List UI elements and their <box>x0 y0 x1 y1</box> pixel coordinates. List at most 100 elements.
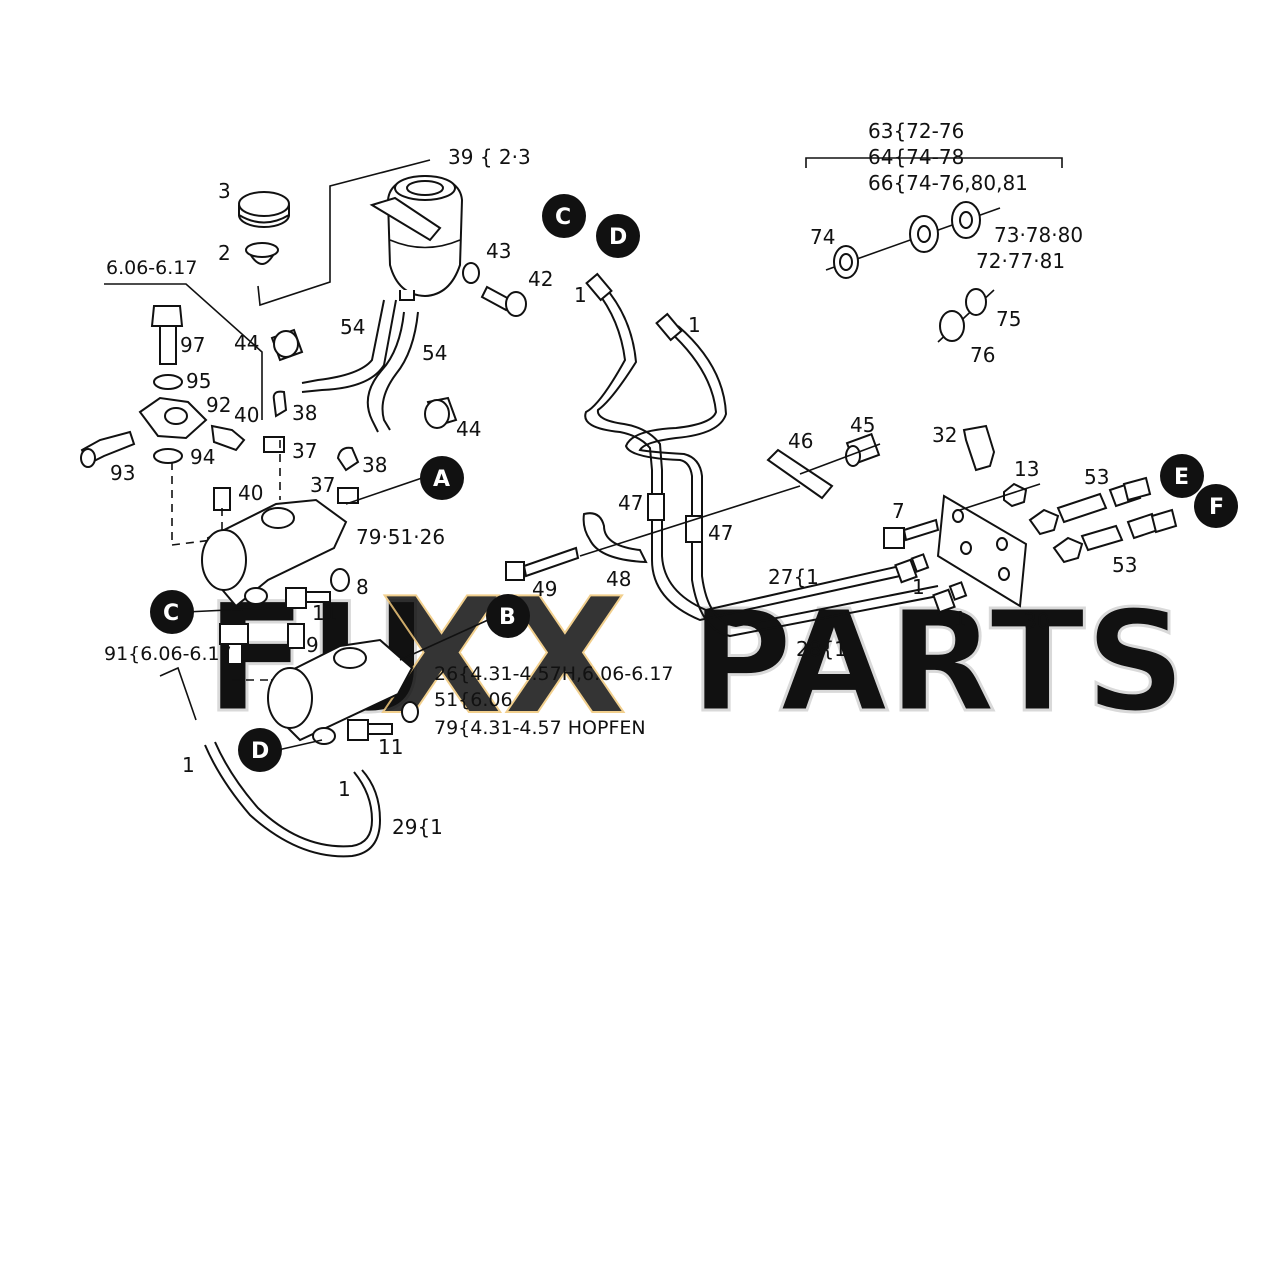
fitting-d-top <box>655 312 683 342</box>
pipe-c-b <box>596 285 901 612</box>
label-53b: 53 <box>1112 553 1137 577</box>
label-38b: 38 <box>362 453 387 477</box>
washer-94 <box>153 448 183 464</box>
elbow-38-left <box>272 390 288 418</box>
label-7: 7 <box>892 499 905 523</box>
badge-d-top: D <box>596 214 640 258</box>
badge-c-left: C <box>150 590 194 634</box>
master-cylinder-lower <box>267 638 414 745</box>
label-26: 26{4.31-4.57H,6.06-6.17 <box>434 663 674 685</box>
fitting-37-right <box>337 487 359 504</box>
hose-53-lower <box>1052 508 1178 564</box>
label-54a: 54 <box>340 315 365 339</box>
elbow-38-right <box>336 446 360 472</box>
label-49: 49 <box>532 577 557 601</box>
leader-a <box>345 477 423 505</box>
label-64: 64{74-78 <box>868 145 964 169</box>
label-79: 79{4.31-4.57 HOPFEN <box>434 717 646 739</box>
pipe-d-b <box>638 325 939 628</box>
label-66: 66{74-76,80,81 <box>868 171 1028 195</box>
label-30: 30 <box>1024 609 1049 633</box>
hose-53-upper <box>1028 476 1152 536</box>
badge-b: B <box>486 594 530 638</box>
clip-32 <box>962 424 996 472</box>
label-92: 92 <box>206 393 231 417</box>
label-53a: 53 <box>1084 465 1109 489</box>
screw-11-lower <box>347 719 393 741</box>
label-38a: 38 <box>292 401 317 425</box>
sender-40 <box>213 487 231 511</box>
label-94: 94 <box>190 445 215 469</box>
label-63: 63{72-76 <box>868 119 964 143</box>
hose-54-left-b <box>301 299 397 393</box>
badge-d-left: D <box>238 728 282 772</box>
kit-bracket <box>805 157 1063 168</box>
label-47b: 47 <box>708 521 733 545</box>
label-79-51-26: 79·51·26 <box>356 525 445 549</box>
label-32: 32 <box>932 423 957 447</box>
badge-a: A <box>420 456 464 500</box>
washer-8 <box>330 568 350 592</box>
label-43: 43 <box>486 239 511 263</box>
label-37b: 37 <box>310 473 335 497</box>
label-3: 3 <box>218 179 231 203</box>
label-40a: 40 <box>234 403 259 427</box>
pipe-29 <box>204 744 382 858</box>
leader-c-left <box>185 607 271 613</box>
distributor-block <box>138 396 208 440</box>
reservoir-leader <box>257 159 431 307</box>
label-97: 97 <box>180 333 205 357</box>
sleeve-47-left <box>647 493 665 521</box>
hose-54-left <box>301 299 385 384</box>
fitting-37-left <box>263 436 285 453</box>
label-13: 13 <box>1014 457 1039 481</box>
badge-d-left-label: D <box>251 739 269 764</box>
label-51: 51{6.06 <box>434 689 513 711</box>
pipe-29-b <box>214 741 374 848</box>
grommet-44-left <box>270 328 304 362</box>
sleeve-47-right <box>685 515 703 543</box>
label-74: 74 <box>810 225 835 249</box>
axis-48 <box>579 485 801 557</box>
label-91: 91{6.06-6.17 <box>104 643 232 665</box>
label-11a: 11 <box>312 601 337 625</box>
label-39: 39 { 2·3 <box>448 145 531 169</box>
badge-e-label: E <box>1174 465 1189 490</box>
label-1-mid: 1 <box>338 777 351 801</box>
label-28: 28{1 <box>796 637 847 661</box>
label-76: 76 <box>970 343 995 367</box>
fitting-27 <box>894 553 930 584</box>
watermark-xx: XX <box>380 563 627 750</box>
badge-c-top-label: C <box>555 205 571 230</box>
part-74 <box>825 201 1001 279</box>
leader-91 <box>159 666 197 721</box>
bolt-7 <box>883 518 940 549</box>
label-75: 75 <box>996 307 1021 331</box>
axis-13 <box>959 483 1041 511</box>
part-labels: 63{72-76 64{74-78 66{74-76,80,81 39 { 2·… <box>104 119 1137 839</box>
switch-92 <box>210 424 246 452</box>
label-73: 73·78·80 <box>994 223 1083 247</box>
label-1-c: 1 <box>574 283 587 307</box>
label-27: 27{1 <box>768 565 819 589</box>
label-54b: 54 <box>422 341 447 365</box>
fitting-28 <box>932 581 968 614</box>
label-42: 42 <box>528 267 553 291</box>
label-29: 29{1 <box>392 815 443 839</box>
label-45: 45 <box>850 413 875 437</box>
label-2: 2 <box>218 241 231 265</box>
axis-upper-h <box>171 539 213 546</box>
badge-c-top: C <box>542 194 586 238</box>
screw-42 <box>462 262 527 317</box>
watermark: FU XX PARTS <box>204 562 1188 751</box>
label-44a: 44 <box>234 331 259 355</box>
label-9: 9 <box>306 633 319 657</box>
fitting-c-top <box>585 272 613 302</box>
hose-54-right <box>366 311 405 433</box>
pipe-c <box>584 289 901 622</box>
bleeder-9 <box>287 623 305 649</box>
reservoir-cap <box>238 191 290 228</box>
washer-51 <box>401 701 419 723</box>
label-47a: 47 <box>618 491 643 515</box>
